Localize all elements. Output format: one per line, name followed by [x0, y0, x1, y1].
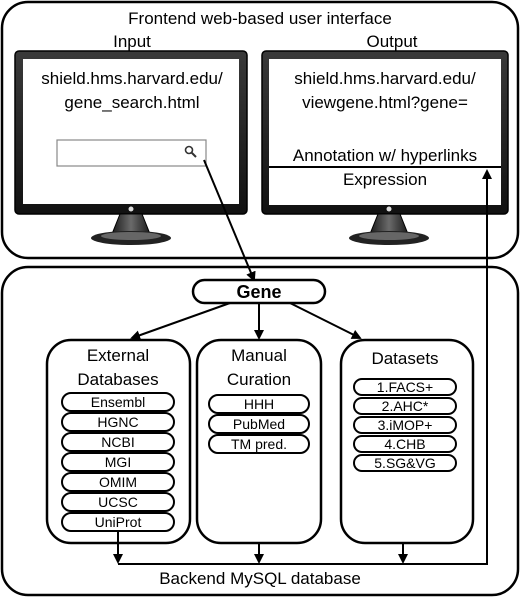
list-item — [208, 394, 310, 414]
datasets-title: Datasets — [371, 349, 438, 368]
list-item-label: 2.AHC* — [382, 398, 429, 414]
list-item-label: UniProt — [95, 514, 142, 530]
list-item — [208, 434, 310, 454]
output-label: Output — [366, 32, 417, 51]
list-item-label: Ensembl — [91, 394, 145, 410]
list-item — [353, 416, 457, 434]
list-item — [353, 397, 457, 415]
backend-title: Backend MySQL database — [159, 569, 361, 588]
search-to-gene-arrow — [203, 159, 256, 282]
list-item — [353, 435, 457, 453]
list-item — [353, 378, 457, 396]
input-url-line1: shield.hms.harvard.edu/ — [41, 69, 223, 88]
datasets-list: 1.FACS+ 2.AHC* 3.iMOP+ 4.CHB 5.SG&VG — [353, 378, 457, 472]
list-item — [353, 454, 457, 472]
list-item-label: HGNC — [97, 414, 138, 430]
gene-to-external-arrow — [130, 302, 231, 341]
gene-to-datasets-arrow — [289, 302, 362, 339]
backend-return-path — [118, 169, 492, 565]
list-item — [61, 392, 175, 412]
external-title-1: External — [87, 346, 149, 365]
search-input[interactable] — [56, 139, 207, 167]
list-item-label: HHH — [244, 396, 274, 412]
manual-title-2: Curation — [227, 370, 291, 389]
output-url-line2: viewgene.html?gene= — [302, 93, 468, 112]
gene-label: Gene — [236, 282, 281, 302]
list-item — [61, 472, 175, 492]
list-item-label: TM pred. — [231, 436, 287, 452]
external-title-2: Databases — [77, 370, 158, 389]
expression-link[interactable]: Expression — [343, 170, 427, 189]
list-item — [61, 452, 175, 472]
external-list: Ensembl HGNC NCBI MGI OMIM UCSC UniProt — [61, 392, 175, 532]
list-item-label: PubMed — [233, 416, 285, 432]
output-screen — [269, 59, 501, 205]
search-icon[interactable] — [184, 145, 197, 158]
list-item-label: 1.FACS+ — [377, 379, 433, 395]
input-monitor: shield.hms.harvard.edu/ gene_search.html — [14, 50, 248, 245]
list-item-label: UCSC — [98, 494, 138, 510]
list-item-label: 3.iMOP+ — [378, 417, 433, 433]
manual-list: HHH PubMed TM pred. — [208, 394, 310, 454]
list-item-label: MGI — [105, 454, 131, 470]
list-item-label: 4.CHB — [384, 436, 425, 452]
input-label: Input — [113, 32, 151, 51]
frontend-title: Frontend web-based user interface — [128, 9, 392, 28]
list-item — [61, 492, 175, 512]
manual-title-1: Manual — [231, 346, 287, 365]
list-item-label: 5.SG&VG — [374, 455, 435, 471]
list-item — [208, 414, 310, 434]
list-item — [61, 432, 175, 452]
annotation-link[interactable]: Annotation w/ hyperlinks — [293, 146, 477, 165]
output-url-line1: shield.hms.harvard.edu/ — [294, 69, 476, 88]
input-screen — [23, 59, 239, 204]
list-item-label: OMIM — [99, 474, 137, 490]
list-item — [61, 412, 175, 432]
output-monitor: shield.hms.harvard.edu/ viewgene.html?ge… — [261, 50, 509, 245]
input-url-line2: gene_search.html — [64, 93, 199, 112]
list-item-label: NCBI — [101, 434, 134, 450]
